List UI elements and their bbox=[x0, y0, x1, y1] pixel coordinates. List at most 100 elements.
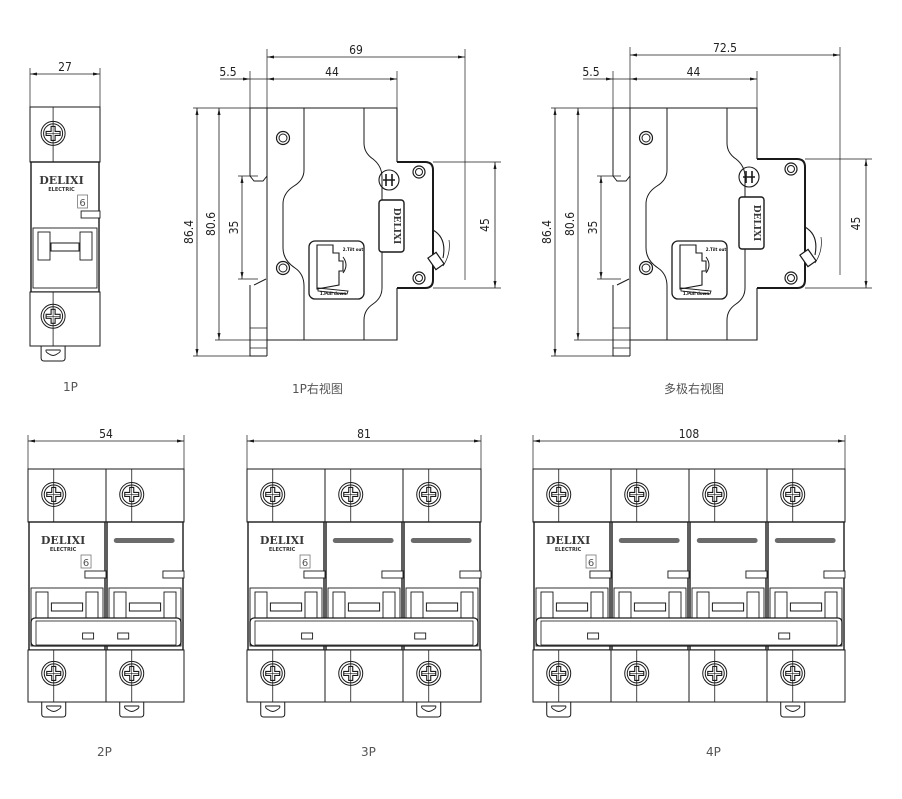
rating-label: 6 bbox=[302, 558, 308, 569]
instruction-label-bottom: 1.Pull down bbox=[683, 291, 710, 296]
caption-multi-side: 多极右视图 bbox=[664, 382, 725, 396]
rail-clip-outline bbox=[612, 108, 631, 357]
rail-height-dimension-arrow-top bbox=[599, 176, 603, 183]
screw-inner-ring bbox=[262, 663, 283, 684]
body-height-dimension-arrow-top bbox=[217, 108, 221, 115]
rail-height-dimension-arrow-bottom bbox=[599, 272, 603, 279]
overall-height-dimension-arrow-bottom bbox=[553, 349, 557, 356]
screw-outer-ring bbox=[119, 660, 145, 686]
indicator-slot bbox=[667, 570, 690, 579]
front-height-dimension-arrow-top bbox=[864, 159, 868, 166]
handle-window bbox=[50, 602, 84, 612]
rail-offset-arrow bbox=[243, 77, 250, 81]
front-module: DELIXI bbox=[738, 158, 822, 289]
rivet-icon-2 bbox=[275, 260, 291, 276]
screw-head-slots bbox=[743, 171, 755, 183]
body-seam-left bbox=[282, 108, 305, 340]
rail-height-dimension-arrow-bottom bbox=[240, 272, 244, 279]
handle-window bbox=[128, 602, 162, 612]
rating-window bbox=[299, 554, 311, 569]
width-dimension-arrow-right bbox=[838, 439, 845, 443]
screw-outer-ring bbox=[546, 481, 572, 507]
body-height-label: 80.6 bbox=[204, 212, 218, 236]
screw-inner-ring bbox=[121, 484, 142, 505]
front-rivet-icon-1 bbox=[784, 162, 798, 176]
screw-outer-ring bbox=[624, 660, 650, 686]
total-depth-label: 69 bbox=[349, 43, 363, 57]
brand-sub: ELECTRIC bbox=[48, 187, 75, 193]
screw-inner-ring bbox=[43, 663, 64, 684]
handle-window bbox=[269, 602, 303, 612]
handle-window bbox=[711, 602, 745, 612]
front-height-dimension-arrow-bottom bbox=[493, 281, 497, 288]
tie-bar-tab-1 bbox=[301, 632, 314, 640]
screw-terminal-bottom-icon bbox=[702, 660, 728, 686]
screw-inner-ring bbox=[704, 663, 725, 684]
label-bar bbox=[332, 538, 394, 543]
top-terminal-block bbox=[246, 468, 326, 523]
width-dimension-arrow-left bbox=[247, 439, 254, 443]
screw-inner-ring bbox=[43, 123, 64, 144]
total-depth-dimension-arrow-left bbox=[630, 53, 637, 57]
screw-outer-ring bbox=[40, 120, 66, 146]
rating-window bbox=[585, 554, 597, 569]
front-depth-label: 44 bbox=[325, 65, 339, 79]
width-dimension-label: 108 bbox=[679, 427, 700, 441]
din-clip-slot bbox=[421, 705, 437, 712]
bottom-terminal-block bbox=[27, 649, 107, 703]
width-dimension-arrow-right bbox=[177, 439, 184, 443]
handle-window bbox=[555, 602, 589, 612]
rail-height-label: 35 bbox=[227, 221, 241, 235]
caption-1p: 1P bbox=[63, 380, 78, 394]
screw-inner-ring bbox=[43, 306, 64, 327]
front-rivet-inner bbox=[415, 168, 423, 176]
screw-inner-ring bbox=[548, 663, 569, 684]
screw-terminal-bottom-icon bbox=[260, 660, 286, 686]
instruction-diagram-tool bbox=[680, 287, 712, 295]
rivet-icon-2 bbox=[638, 260, 654, 276]
rail-offset-label: 5.5 bbox=[219, 65, 236, 79]
bottom-terminal-block bbox=[532, 649, 612, 703]
pole-3 bbox=[688, 468, 768, 703]
handle-frame bbox=[32, 227, 98, 289]
caption-3p: 3P bbox=[361, 745, 376, 759]
total-depth-dimension-arrow-left bbox=[267, 55, 274, 59]
handle-right-lug bbox=[79, 231, 93, 261]
total-depth-dimension-arrow-right bbox=[458, 55, 465, 59]
indicator-slot bbox=[84, 570, 107, 579]
instruction-tilt-arrow-icon bbox=[705, 256, 710, 274]
front-rivet-inner bbox=[787, 165, 795, 173]
instruction-diagram-clip bbox=[316, 244, 344, 290]
screw-terminal-top-icon bbox=[416, 481, 442, 507]
total-depth-dimension-arrow-right bbox=[833, 53, 840, 57]
top-terminal-block bbox=[532, 468, 612, 523]
screw-terminal-bottom-icon bbox=[40, 303, 66, 329]
handle-swing-arc bbox=[442, 239, 450, 267]
handle-tie-bar bbox=[249, 617, 479, 647]
rating-label: 6 bbox=[588, 558, 594, 569]
caption-2p: 2P bbox=[97, 745, 112, 759]
screw-inner-ring bbox=[418, 484, 439, 505]
front-rivet-icon-2 bbox=[412, 271, 426, 285]
label-bar bbox=[113, 538, 175, 543]
bottom-terminal-block bbox=[688, 649, 768, 703]
indicator-slot bbox=[162, 570, 185, 579]
screw-terminal-top-icon bbox=[119, 481, 145, 507]
screw-inner-ring bbox=[704, 484, 725, 505]
din-clip-outline bbox=[416, 702, 442, 718]
din-clip-slot bbox=[46, 705, 62, 712]
screw-terminal-top-icon bbox=[41, 481, 67, 507]
handle-pivot-arc bbox=[804, 226, 817, 256]
width-dimension-arrow-left bbox=[28, 439, 35, 443]
front-depth-dimension-arrow-right bbox=[750, 77, 757, 81]
screw-outer-ring bbox=[546, 660, 572, 686]
screw-inner-ring bbox=[340, 484, 361, 505]
width-dimension-label: 27 bbox=[58, 60, 72, 74]
rating-window bbox=[77, 194, 88, 209]
